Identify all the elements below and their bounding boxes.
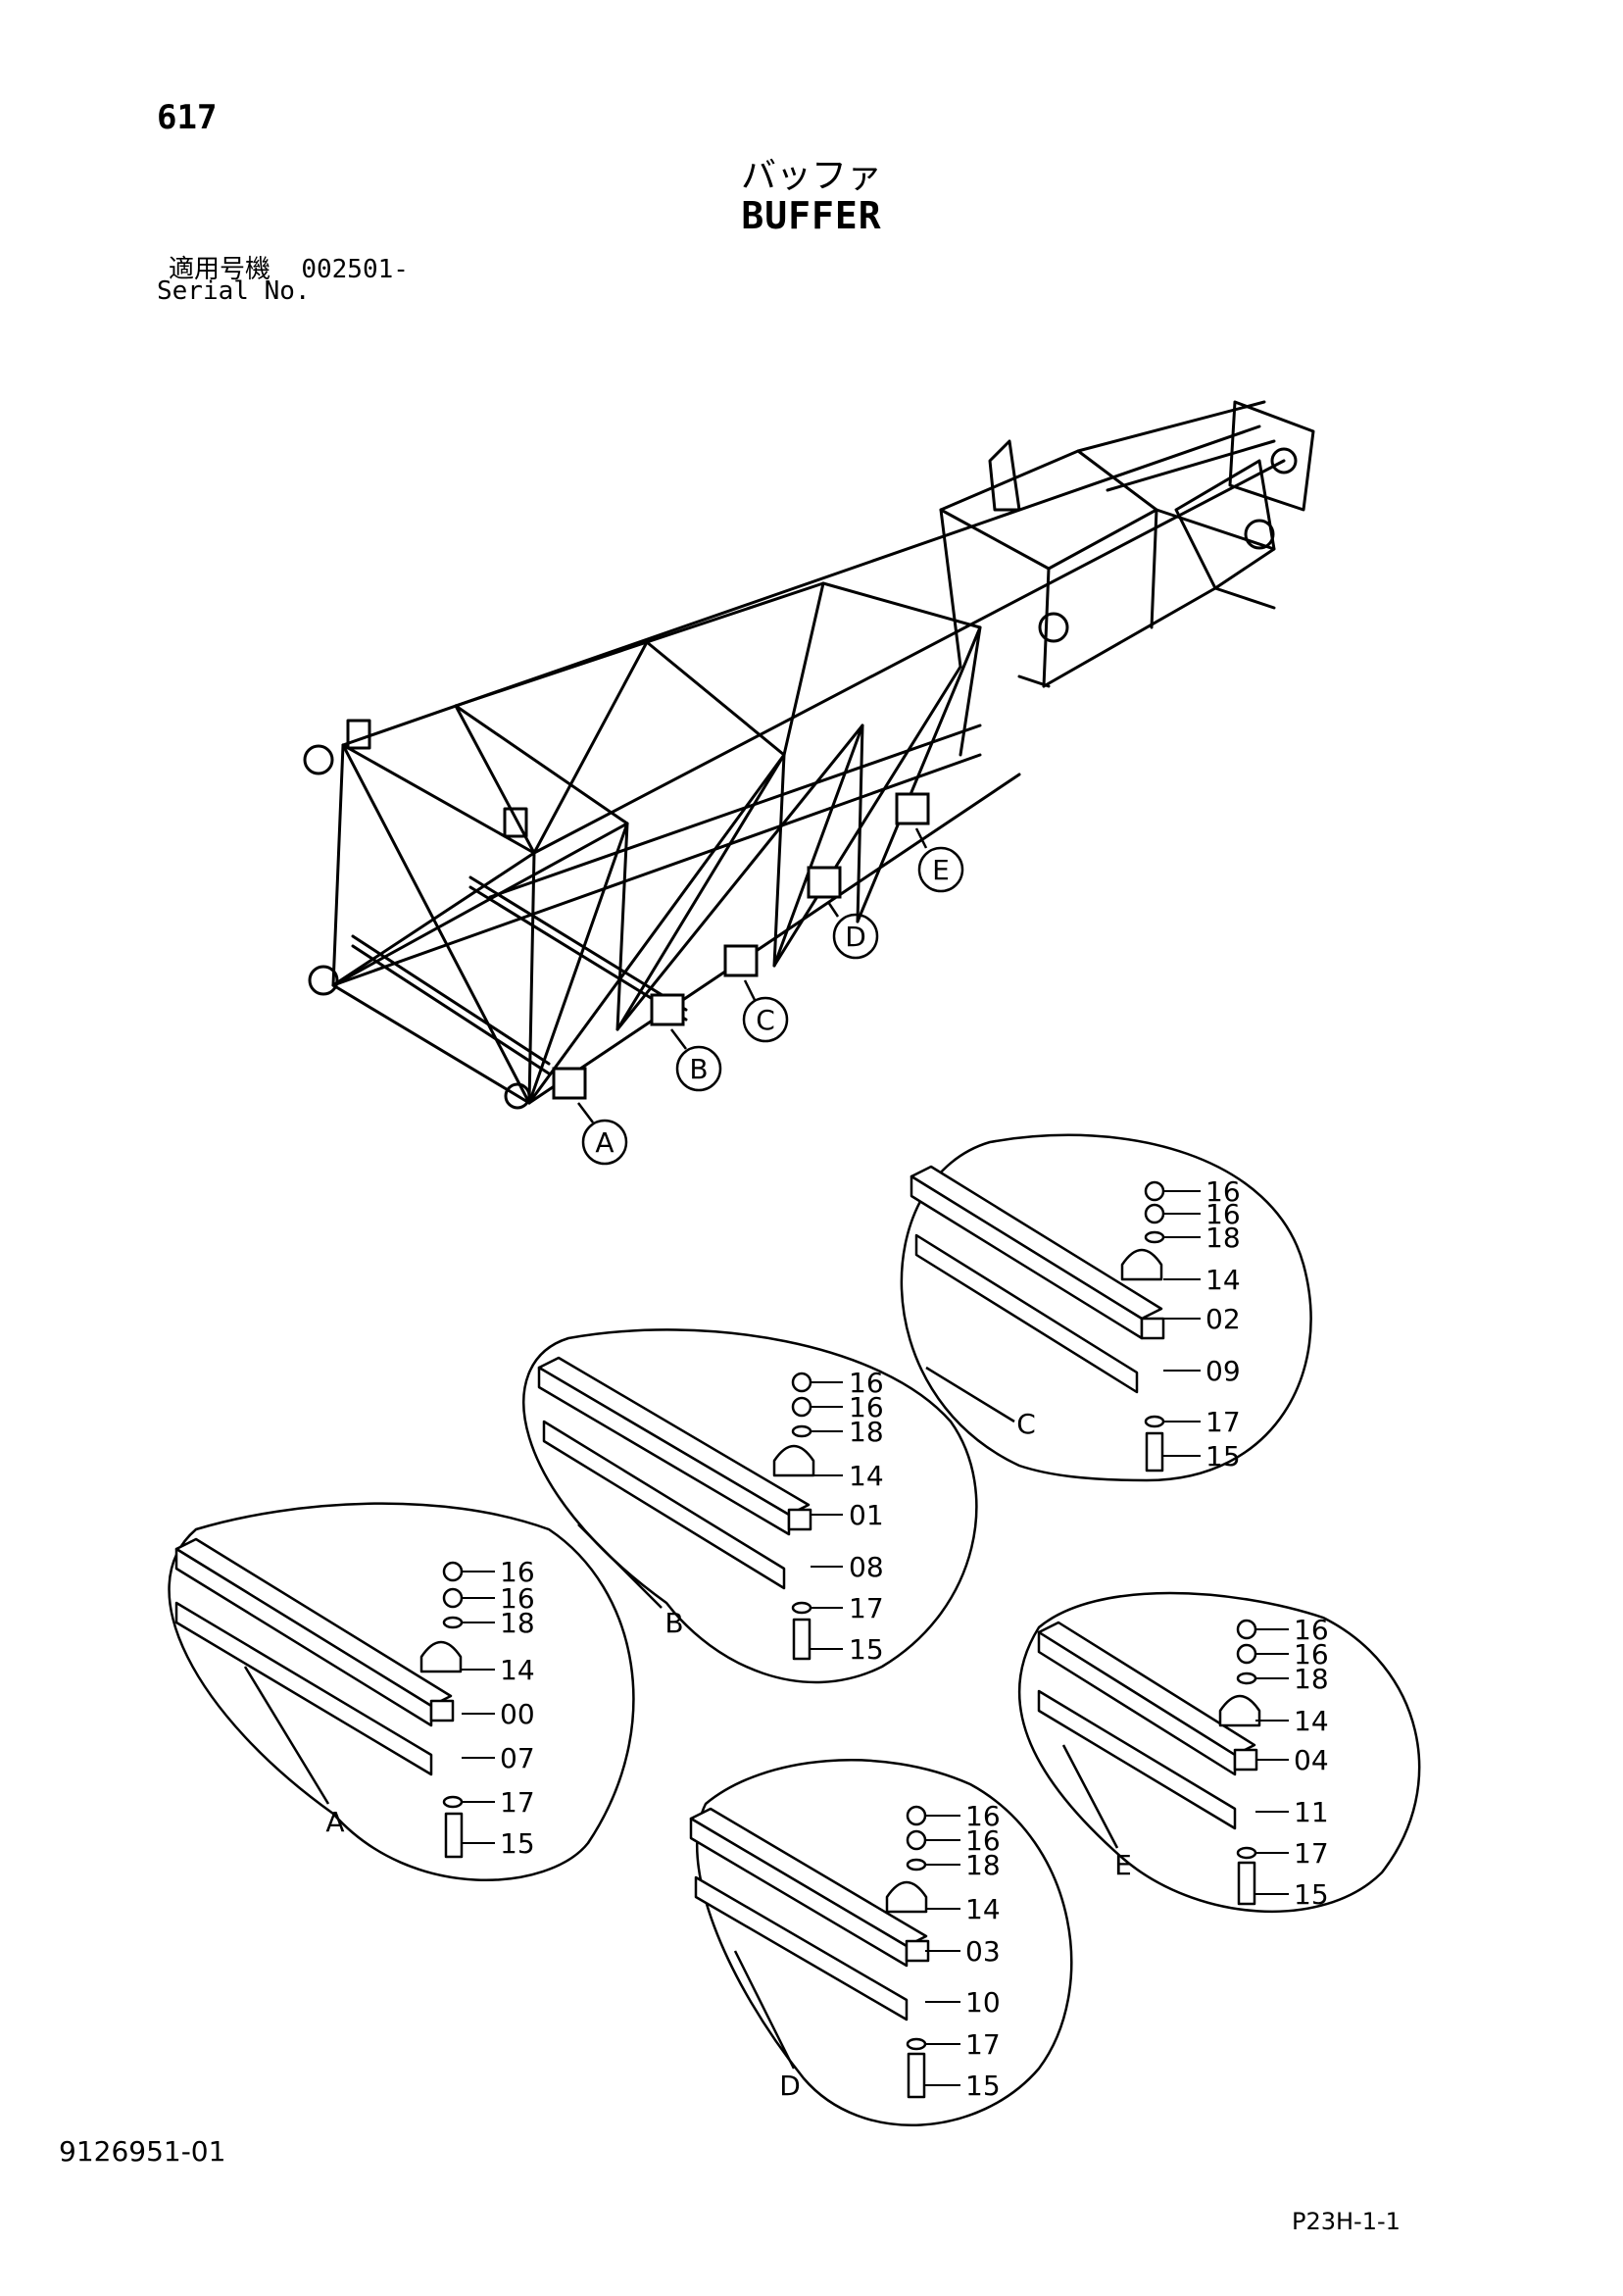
page-reference: P23H-1-1 (1292, 2208, 1401, 2235)
serial-label-jp: 適用号機 (169, 255, 271, 284)
detail-c-part-2: 16 (1205, 1198, 1241, 1230)
detail-e-part-8: 15 (1294, 1878, 1329, 1911)
detail-d-part-4: 14 (965, 1893, 1001, 1925)
detail-e-part-3: 18 (1294, 1663, 1329, 1695)
detail-d-part-8: 15 (965, 2070, 1001, 2102)
callout-d-label: D (845, 921, 866, 953)
document-number: 9126951-01 (59, 2135, 226, 2168)
detail-e-outline (1017, 1591, 1421, 1914)
boom-buffer-pads (552, 792, 930, 1100)
detail-leaders (243, 1366, 1119, 2070)
detail-a-part-5: 00 (500, 1698, 535, 1730)
detail-a-part-6: 07 (500, 1742, 535, 1774)
detail-c-part-7: 17 (1205, 1406, 1241, 1438)
detail-a-part-8: 15 (500, 1827, 535, 1860)
detail-c-outline (900, 1133, 1312, 1482)
detail-e-part-7: 17 (1294, 1837, 1329, 1870)
detail-b-part-2: 16 (849, 1391, 884, 1423)
title-english: BUFFER (741, 194, 882, 237)
detail-a-part-2: 16 (500, 1582, 535, 1615)
detail-e-letter: E (1114, 1849, 1132, 1881)
detail-b-part-6: 08 (849, 1551, 884, 1583)
serial-label-en: Serial No. (157, 276, 311, 306)
detail-a-part-3: 18 (500, 1607, 535, 1639)
detail-d-part-1: 16 (965, 1800, 1001, 1832)
detail-e-part-1: 16 (1294, 1614, 1329, 1646)
detail-d-outline (695, 1759, 1073, 2126)
boom-callouts (577, 827, 964, 1166)
detail-d-part-5: 03 (965, 1935, 1001, 1968)
detail-b-outline (522, 1328, 978, 1684)
detail-c-letter: C (1016, 1408, 1036, 1440)
callout-b-label: B (689, 1053, 708, 1085)
detail-a-part-1: 16 (500, 1556, 535, 1588)
detail-d-part-6: 10 (965, 1986, 1001, 2019)
detail-e-part-4: 14 (1294, 1705, 1329, 1737)
detail-d-letter: D (779, 2070, 801, 2102)
title-japanese: バッファ (740, 156, 882, 196)
detail-a-outline (168, 1502, 635, 1882)
serial-value: 002501- (301, 255, 409, 284)
detail-e-part-5: 04 (1294, 1744, 1329, 1776)
detail-c-part-6: 09 (1205, 1355, 1241, 1387)
detail-d-part-7: 17 (965, 2028, 1001, 2061)
detail-b-part-8: 15 (849, 1633, 884, 1666)
detail-b-part-5: 01 (849, 1499, 884, 1531)
detail-a-part-7: 17 (500, 1786, 535, 1819)
callout-a-label: A (595, 1126, 614, 1159)
detail-a-letter: A (325, 1806, 344, 1838)
detail-c-part-8: 15 (1205, 1440, 1241, 1472)
detail-c-part-5: 02 (1205, 1303, 1241, 1335)
detail-b-part-1: 16 (849, 1367, 884, 1399)
detail-c-part-3: 18 (1205, 1222, 1241, 1254)
serial-line: 適用号機 002501- (169, 249, 409, 285)
detail-e-part-2: 16 (1294, 1638, 1329, 1671)
callout-e-label: E (932, 854, 950, 886)
detail-b-part-7: 17 (849, 1592, 884, 1624)
part-leaders (462, 1190, 1289, 2086)
detail-e-part-6: 11 (1294, 1796, 1329, 1828)
detail-d-part-2: 16 (965, 1824, 1001, 1857)
detail-c-part-1: 16 (1205, 1175, 1241, 1208)
detail-b-letter: B (664, 1607, 683, 1639)
page-number: 617 (157, 98, 218, 137)
detail-a-part-4: 14 (500, 1654, 535, 1686)
detail-b-part-4: 14 (849, 1460, 884, 1492)
detail-hardware (174, 1165, 1261, 2099)
detail-outlines (168, 1133, 1421, 2126)
callout-c-label: C (756, 1004, 775, 1036)
detail-b-part-3: 18 (849, 1416, 884, 1448)
detail-d-part-3: 18 (965, 1849, 1001, 1881)
boom-lattice-drawing (303, 400, 1315, 1110)
detail-c-part-4: 14 (1205, 1264, 1241, 1296)
